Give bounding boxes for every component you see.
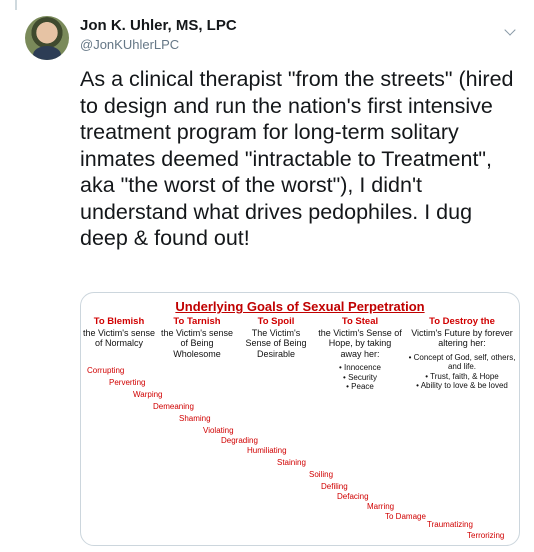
staircase-word: Corrupting	[87, 366, 125, 375]
staircase-word: Defiling	[321, 482, 348, 491]
staircase-word: Violating	[203, 426, 234, 435]
staircase-word: Warping	[133, 390, 163, 399]
staircase-word: Perverting	[109, 378, 146, 387]
goal-body: the Victim's sense of Normalcy	[82, 327, 156, 349]
goal-heading: To Steal	[341, 316, 379, 327]
goal-heading: To Spoil	[257, 316, 295, 327]
bullet-item: Peace	[317, 382, 403, 392]
goal-column-spoil: To Spoil The Victim's Sense of Being Des…	[239, 316, 313, 359]
goal-body: the Victim's Sense of Hope, by taking aw…	[318, 327, 402, 359]
thread-connector-line	[15, 0, 17, 10]
media-title: Underlying Goals of Sexual Perpetration	[175, 299, 425, 314]
goal-column-steal: To Steal the Victim's Sense of Hope, by …	[317, 316, 403, 392]
goal-body: The Victim's Sense of Being Desirable	[245, 327, 307, 359]
bullet-item: Security	[317, 373, 403, 383]
staircase-word: Marring	[367, 502, 395, 511]
staircase-word: Degrading	[221, 436, 258, 445]
goal-body: Victim's Future by forever altering her:	[411, 327, 513, 349]
goal-heading: To Blemish	[93, 316, 145, 327]
author-name[interactable]: Jon K. Uhler, MS, LPC	[80, 17, 237, 34]
staircase-word: Staining	[277, 458, 306, 467]
author-handle[interactable]: @JonKUhlerLPC	[80, 37, 180, 52]
staircase-word: Terrorizing	[467, 531, 505, 540]
goal-column-blemish: To Blemish the Victim's sense of Normalc…	[81, 316, 157, 349]
bullet-item: Ability to love & be loved	[407, 381, 517, 391]
goal-column-tarnish: To Tarnish the Victim's sense of Being W…	[159, 316, 235, 359]
staircase-word: Shaming	[179, 414, 211, 423]
goal-bullets: Concept of God, self, others, and life. …	[407, 353, 517, 391]
author-avatar[interactable]	[25, 16, 69, 60]
goal-bullets: Innocence Security Peace	[317, 363, 403, 392]
chevron-down-icon[interactable]	[504, 24, 516, 36]
staircase-word: Defacing	[337, 492, 369, 501]
staircase-word: Soiling	[309, 470, 334, 479]
staircase-word: Demeaning	[153, 402, 194, 411]
bullet-item: Innocence	[317, 363, 403, 373]
tweet-text: As a clinical therapist "from the street…	[80, 67, 514, 250]
staircase-word: Traumatizing	[427, 520, 473, 529]
goal-column-destroy: To Destroy the Victim's Future by foreve…	[407, 316, 517, 391]
staircase-word: To Damage	[385, 512, 426, 521]
bullet-item: Trust, faith, & Hope	[407, 372, 517, 382]
tweet-media-image[interactable]: Underlying Goals of Sexual Perpetration …	[80, 292, 520, 546]
goal-heading: To Tarnish	[173, 316, 221, 327]
staircase-word: Humiliating	[247, 446, 287, 455]
goal-body: the Victim's sense of Being Wholesome	[160, 327, 234, 359]
goal-heading: To Destroy the	[429, 316, 495, 327]
bullet-item: Concept of God, self, others, and life.	[407, 353, 517, 372]
